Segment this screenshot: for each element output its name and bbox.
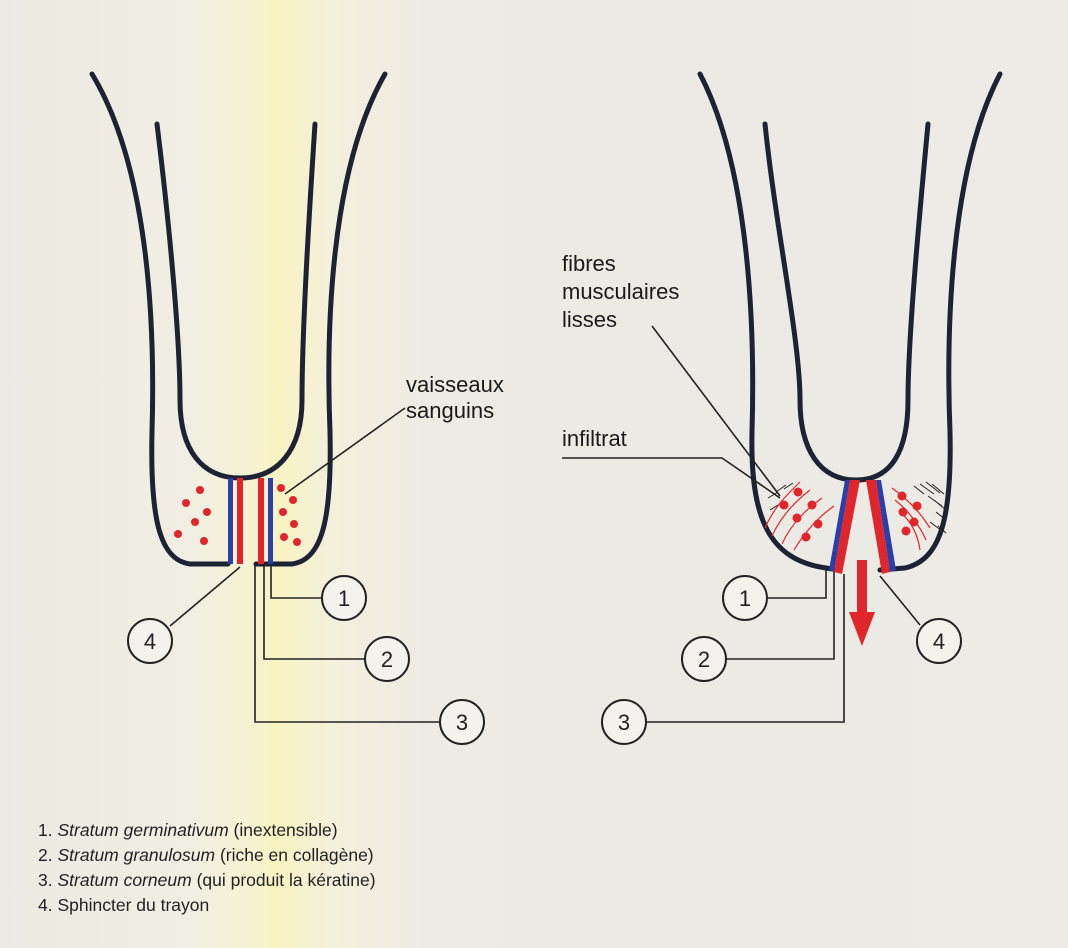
svg-text:3: 3	[618, 710, 630, 735]
legend-item: 1. Stratum germinativum (inextensible)	[38, 818, 376, 843]
vessel-dot	[174, 530, 182, 538]
infiltrate-dot	[899, 508, 908, 517]
legend-term: Stratum germinativum	[57, 820, 228, 840]
legend-num: 2.	[38, 845, 53, 865]
svg-text:1: 1	[338, 586, 350, 611]
vessel-dot	[279, 508, 287, 516]
left-layer-germinativum	[268, 478, 273, 564]
infiltrate-dot	[780, 501, 789, 510]
vessel-dot	[182, 499, 190, 507]
label-line: vaisseaux	[406, 372, 504, 397]
infiltrate-dot	[808, 501, 817, 510]
right-callout-1: 1	[723, 576, 767, 620]
legend-num: 3.	[38, 870, 53, 890]
label-fibres-musculaires-lisses: fibres musculaires lisses	[562, 251, 686, 332]
vessel-dot	[280, 533, 288, 541]
legend-item: 4. Sphincter du trayon	[38, 893, 376, 918]
right-teat-diagram: fibres musculaires lisses infiltrat 1 2 …	[562, 74, 1000, 744]
right-leader-4	[880, 576, 920, 625]
infiltrate-dot	[910, 518, 919, 527]
left-leader-4	[170, 567, 240, 626]
svg-text:2: 2	[698, 647, 710, 672]
vessel-dot	[203, 508, 211, 516]
legend-num: 4.	[38, 895, 53, 915]
infiltrate-dot	[794, 488, 803, 497]
label-line: musculaires	[562, 279, 679, 304]
legend-desc: (riche en collagène)	[220, 845, 374, 865]
legend-term: Stratum granulosum	[57, 845, 215, 865]
fibres-leader-line	[652, 326, 780, 496]
infiltrate-dot	[913, 502, 922, 511]
legend-desc: Sphincter du trayon	[57, 895, 209, 915]
vessel-dot	[290, 520, 298, 528]
svg-text:4: 4	[933, 629, 945, 654]
right-callout-2: 2	[682, 637, 726, 681]
left-callout-2: 2	[365, 637, 409, 681]
left-layer-germinativum	[228, 478, 233, 564]
right-canal-layers	[829, 480, 896, 574]
left-leader-1	[271, 564, 322, 598]
vessel-dot	[200, 537, 208, 545]
legend-desc: (qui produit la kératine)	[197, 870, 376, 890]
svg-text:1: 1	[739, 586, 751, 611]
legend-term: Stratum corneum	[57, 870, 191, 890]
infiltrate-dot	[902, 527, 911, 536]
label-line: sanguins	[406, 398, 494, 423]
left-canal-layers	[228, 478, 273, 564]
left-layer-corneum	[258, 478, 264, 564]
vessel-dot	[191, 518, 199, 526]
svg-text:2: 2	[381, 647, 393, 672]
right-teat-inner-wall	[765, 124, 928, 480]
infiltrate-dot	[793, 514, 802, 523]
legend: 1. Stratum germinativum (inextensible) 2…	[38, 818, 376, 918]
left-teat-diagram: vaisseaux sanguins 1 2 3 4	[92, 74, 510, 744]
legend-item: 3. Stratum corneum (qui produit la kérat…	[38, 868, 376, 893]
vessel-dot	[196, 486, 204, 494]
right-callout-3: 3	[602, 700, 646, 744]
left-callout-4: 4	[128, 619, 172, 663]
infiltrate-dot	[802, 533, 811, 542]
vessel-dot	[293, 538, 301, 546]
svg-text:4: 4	[144, 629, 156, 654]
infiltrat-leader-line	[562, 458, 780, 498]
left-layer-corneum	[237, 478, 243, 564]
infiltrate-dot	[898, 492, 907, 501]
svg-text:3: 3	[456, 710, 468, 735]
left-teat-inner-wall	[157, 124, 315, 478]
legend-desc: (inextensible)	[234, 820, 338, 840]
vessel-dot	[277, 484, 285, 492]
infiltrate-dot	[814, 520, 823, 529]
legend-num: 1.	[38, 820, 53, 840]
left-teat-outer-wall	[256, 74, 385, 564]
left-callout-3: 3	[440, 700, 484, 744]
label-line: lisses	[562, 307, 617, 332]
label-infiltrat: infiltrat	[562, 426, 627, 451]
label-vaisseaux-sanguins: vaisseaux sanguins	[406, 372, 510, 423]
legend-item: 2. Stratum granulosum (riche en collagèn…	[38, 843, 376, 868]
leak-arrow	[849, 560, 875, 646]
right-leader-1	[767, 566, 826, 598]
left-callout-1: 1	[322, 576, 366, 620]
right-callout-4: 4	[917, 619, 961, 663]
vessel-dot	[289, 496, 297, 504]
label-line: fibres	[562, 251, 616, 276]
